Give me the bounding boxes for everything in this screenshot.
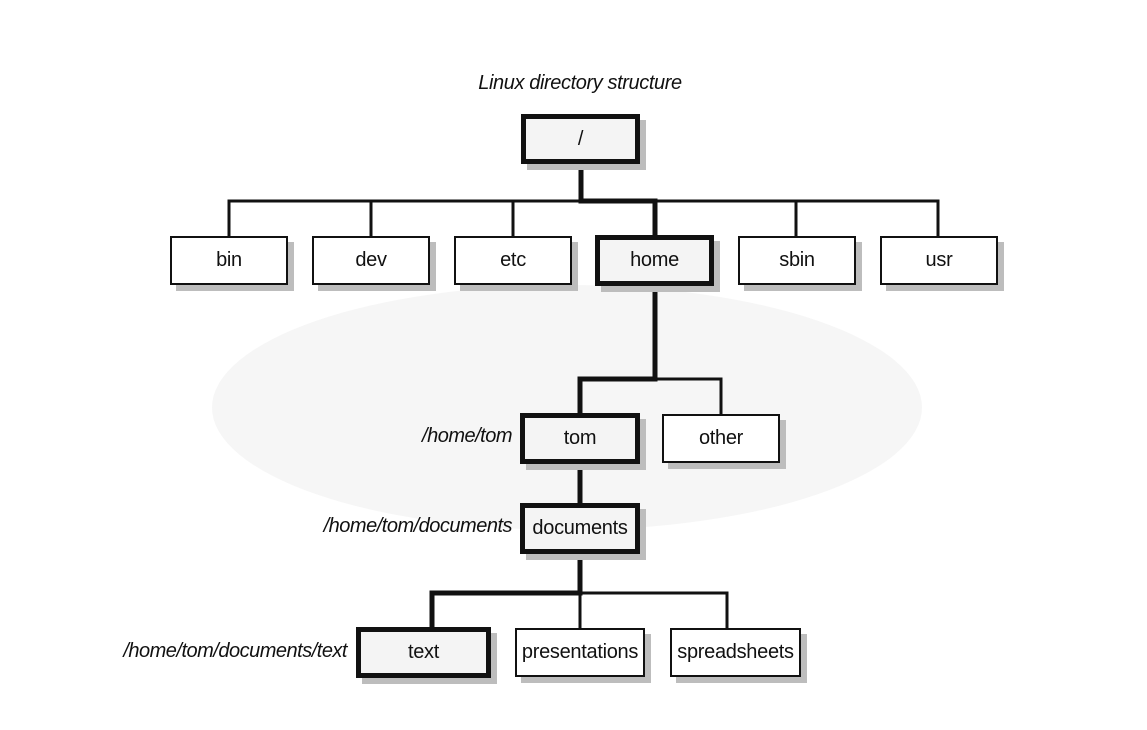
node-tom: tom — [520, 413, 640, 464]
background-oval — [212, 285, 922, 530]
node-home: home — [595, 235, 714, 286]
node-root: / — [521, 114, 640, 164]
node-bin: bin — [170, 236, 288, 285]
diagram-title: Linux directory structure — [478, 72, 682, 94]
path-label-tom: /home/tom — [422, 425, 512, 447]
node-usr: usr — [880, 236, 998, 285]
path-label-text: /home/tom/documents/text — [123, 640, 347, 662]
node-documents: documents — [520, 503, 640, 554]
node-other: other — [662, 414, 780, 463]
node-spreadsheets: spreadsheets — [670, 628, 801, 677]
node-presentations: presentations — [515, 628, 645, 677]
node-dev: dev — [312, 236, 430, 285]
path-label-documents: /home/tom/documents — [323, 515, 513, 537]
node-sbin: sbin — [738, 236, 856, 285]
node-etc: etc — [454, 236, 572, 285]
node-text: text — [356, 627, 491, 678]
